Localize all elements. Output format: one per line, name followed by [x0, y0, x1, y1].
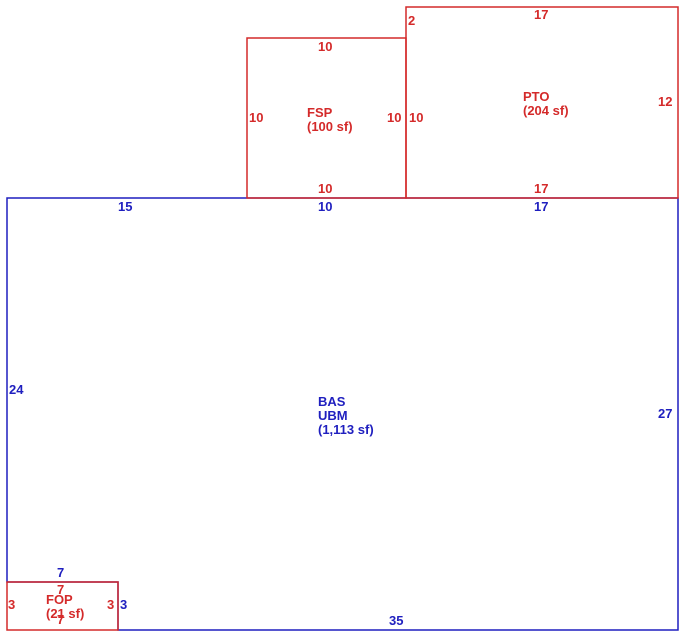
- bas-dim-top-right: 17: [534, 199, 549, 214]
- pto-code: PTO: [523, 89, 550, 104]
- bas-dim-top-middle: 10: [318, 199, 333, 214]
- fsp-dim-top: 10: [318, 39, 333, 54]
- pto-dim-right: 12: [658, 94, 673, 109]
- bas-dim-top-left: 15: [118, 199, 133, 214]
- bas-code: BAS: [318, 394, 346, 409]
- bas-area: (1,113 sf): [318, 422, 374, 437]
- pto-dim-left: 10: [409, 110, 424, 125]
- fop-dim-right: 3: [107, 597, 115, 612]
- pto-area: (204 sf): [523, 103, 569, 118]
- fsp-dim-right: 10: [387, 110, 402, 125]
- fsp-dim-bottom: 10: [318, 181, 333, 196]
- fsp-code: FSP: [307, 105, 333, 120]
- fop-dim-bottom: 7: [57, 612, 65, 627]
- bas-subcode: UBM: [318, 408, 348, 423]
- bas-dim-right: 27: [658, 406, 673, 421]
- pto-dim-bottom: 17: [534, 181, 549, 196]
- bas-dim-notch-right: 3: [120, 597, 128, 612]
- bas-dim-left: 24: [9, 382, 24, 397]
- fsp-dim-left: 10: [249, 110, 264, 125]
- fop-code: FOP: [46, 592, 73, 607]
- pto-dim-top: 17: [534, 7, 549, 22]
- fop-outline: [6, 581, 119, 631]
- bas-dim-bottom: 35: [389, 613, 404, 628]
- fop-dim-top: 7: [57, 582, 65, 597]
- bas-dim-notch-top: 7: [57, 565, 65, 580]
- fsp-area: (100 sf): [307, 119, 353, 134]
- fop-area: (21 sf): [46, 606, 85, 621]
- pto-outline: [405, 6, 679, 199]
- pto-dim-left-upper: 2: [408, 13, 416, 28]
- fop-dim-left: 3: [8, 597, 16, 612]
